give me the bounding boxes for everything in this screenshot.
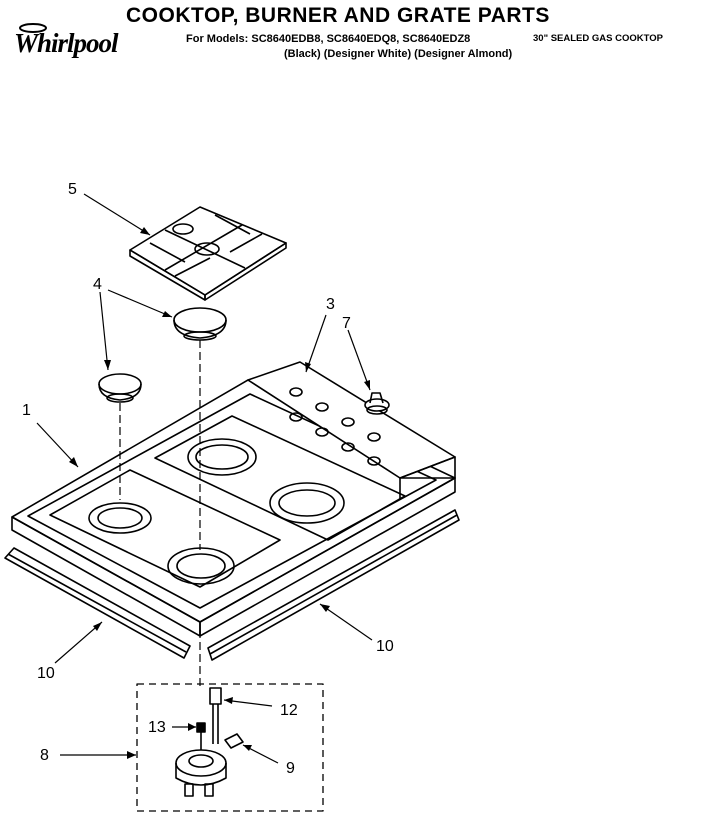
- brand-logo-text: Whirlpool: [14, 28, 119, 58]
- side-trim-left: [4, 547, 191, 659]
- callout-1: 1: [22, 402, 31, 419]
- callout-10-left: 10: [37, 665, 55, 682]
- whirlpool-logo: Whirlpool: [10, 22, 135, 62]
- callout-13: 13: [148, 719, 166, 736]
- colors-line: (Black) (Designer White) (Designer Almon…: [284, 48, 513, 60]
- screw-part: [196, 722, 206, 750]
- callout-10-right: 10: [376, 638, 394, 655]
- product-type: 30" SEALED GAS COOKTOP: [533, 33, 663, 44]
- logo-swoosh-icon: [19, 23, 47, 33]
- callout-3: 3: [326, 296, 335, 313]
- callout-12: 12: [280, 702, 298, 719]
- burner-cap-small: [98, 373, 142, 403]
- models-line: For Models: SC8640EDB8, SC8640EDQ8, SC86…: [186, 33, 471, 45]
- control-panel-part: [247, 361, 456, 500]
- clip-part: [224, 733, 244, 749]
- callout-4: 4: [93, 276, 102, 293]
- callout-8: 8: [40, 747, 49, 764]
- arrow-heads: [69, 227, 370, 759]
- igniter-part: [209, 687, 222, 744]
- callout-9: 9: [286, 760, 295, 777]
- burner-base-part: [175, 749, 227, 797]
- callout-7: 7: [342, 315, 351, 332]
- page-title: COOKTOP, BURNER AND GRATE PARTS: [126, 4, 550, 27]
- side-trim-right: [207, 509, 460, 661]
- callout-5: 5: [68, 181, 77, 198]
- grate-part: [129, 206, 287, 301]
- burner-cap-large: [173, 307, 227, 341]
- control-knob-part: [364, 392, 390, 415]
